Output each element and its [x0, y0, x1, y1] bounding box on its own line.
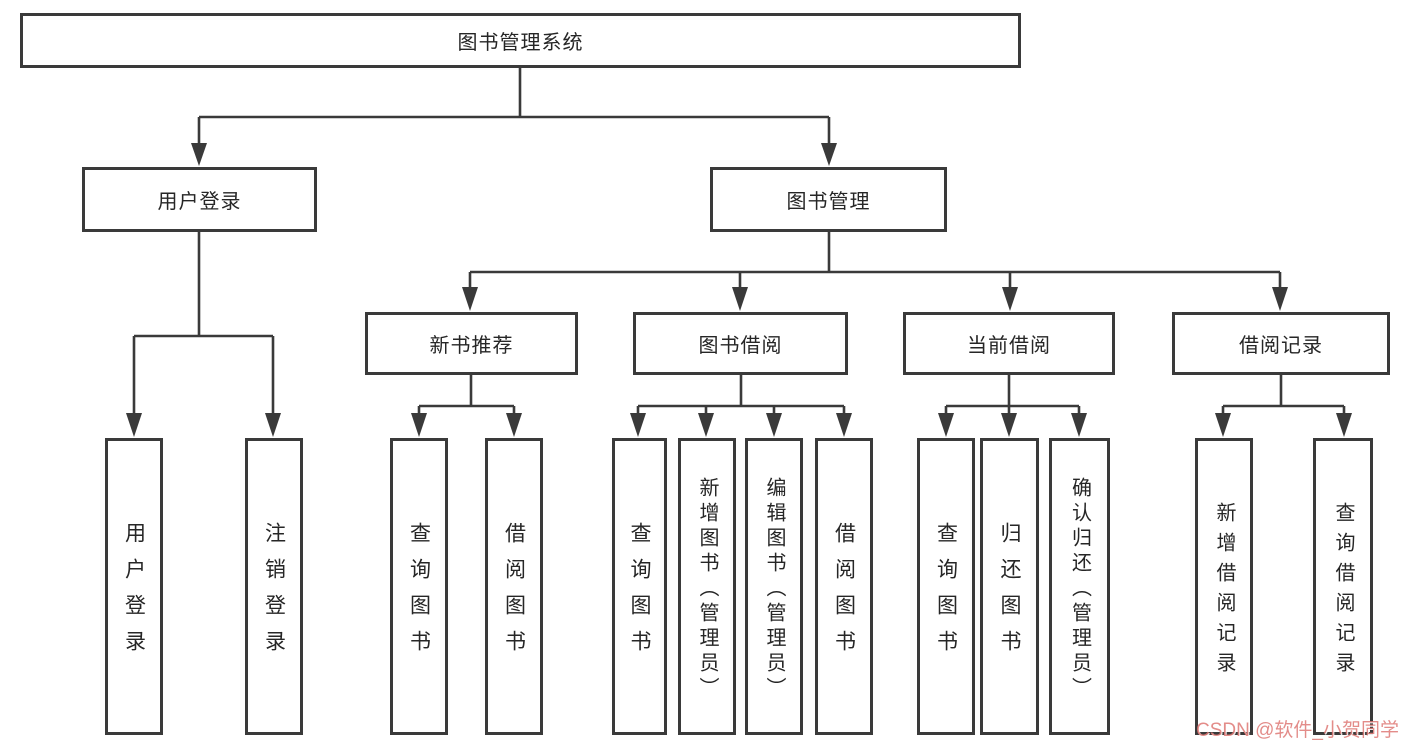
node-system-root: 图书管理系统 [20, 13, 1021, 68]
leaf-query-borrow-record-label: 查询借阅记录 [1332, 501, 1354, 682]
leaf-add-borrow-record-label: 新增借阅记录 [1213, 501, 1235, 682]
node-book-borrow-label: 图书借阅 [698, 335, 783, 357]
leaf-logout: 注销登录 [245, 438, 303, 735]
leaf-return-books: 归还图书 [980, 438, 1039, 735]
leaf-query-borrow-record: 查询借阅记录 [1313, 438, 1373, 735]
connector-borrow-records-children [1215, 375, 1352, 437]
leaf-borrow-borrow-books-label: 借阅图书 [832, 522, 856, 666]
node-current-borrow-label: 当前借阅 [967, 335, 1051, 357]
connector-new-book-recommend-children [411, 375, 522, 437]
leaf-borrow-borrow-books: 借阅图书 [815, 438, 873, 735]
node-new-book-recommend-label: 新书推荐 [429, 335, 514, 357]
node-current-borrow: 当前借阅 [903, 312, 1115, 375]
node-book-borrow: 图书借阅 [633, 312, 848, 375]
leaf-confirm-return-admin-label: 确认归还（管理员） [1068, 476, 1091, 702]
node-borrow-records: 借阅记录 [1172, 312, 1390, 375]
leaf-edit-book-admin-label: 编辑图书（管理员） [763, 476, 785, 702]
leaf-add-book-admin-label: 新增图书（管理员） [696, 476, 718, 702]
leaf-current-query-books: 查询图书 [917, 438, 975, 735]
connector-current-borrow-children [938, 375, 1087, 437]
connector-book-management-children [462, 232, 1288, 311]
leaf-add-book-admin: 新增图书（管理员） [678, 438, 736, 735]
leaf-return-books-label: 归还图书 [998, 522, 1021, 666]
csdn-watermark: CSDN @软件_小贺同学 [1196, 720, 1399, 741]
leaf-recommend-borrow-books: 借阅图书 [485, 438, 543, 735]
leaf-borrow-query-books: 查询图书 [612, 438, 667, 735]
node-book-management: 图书管理 [710, 167, 947, 232]
leaf-recommend-borrow-books-label: 借阅图书 [502, 522, 526, 666]
leaf-user-login: 用户登录 [105, 438, 163, 735]
leaf-user-login-label: 用户登录 [122, 522, 146, 666]
leaf-logout-label: 注销登录 [262, 522, 286, 666]
leaf-borrow-query-books-label: 查询图书 [628, 522, 651, 666]
node-user-login-label: 用户登录 [157, 191, 242, 213]
leaf-add-borrow-record: 新增借阅记录 [1195, 438, 1253, 735]
node-user-login: 用户登录 [82, 167, 317, 232]
node-borrow-records-label: 借阅记录 [1239, 335, 1323, 357]
leaf-confirm-return-admin: 确认归还（管理员） [1049, 438, 1110, 735]
leaf-recommend-query-books-label: 查询图书 [407, 522, 431, 666]
leaf-recommend-query-books: 查询图书 [390, 438, 448, 735]
leaf-edit-book-admin: 编辑图书（管理员） [745, 438, 803, 735]
node-book-management-label: 图书管理 [786, 191, 871, 213]
node-system-root-label: 图书管理系统 [457, 32, 584, 54]
connector-user-login-children [126, 232, 281, 437]
node-new-book-recommend: 新书推荐 [365, 312, 578, 375]
connector-book-borrow-children [630, 375, 852, 437]
connector-root-to-level2 [191, 68, 837, 166]
leaf-current-query-books-label: 查询图书 [934, 522, 958, 666]
